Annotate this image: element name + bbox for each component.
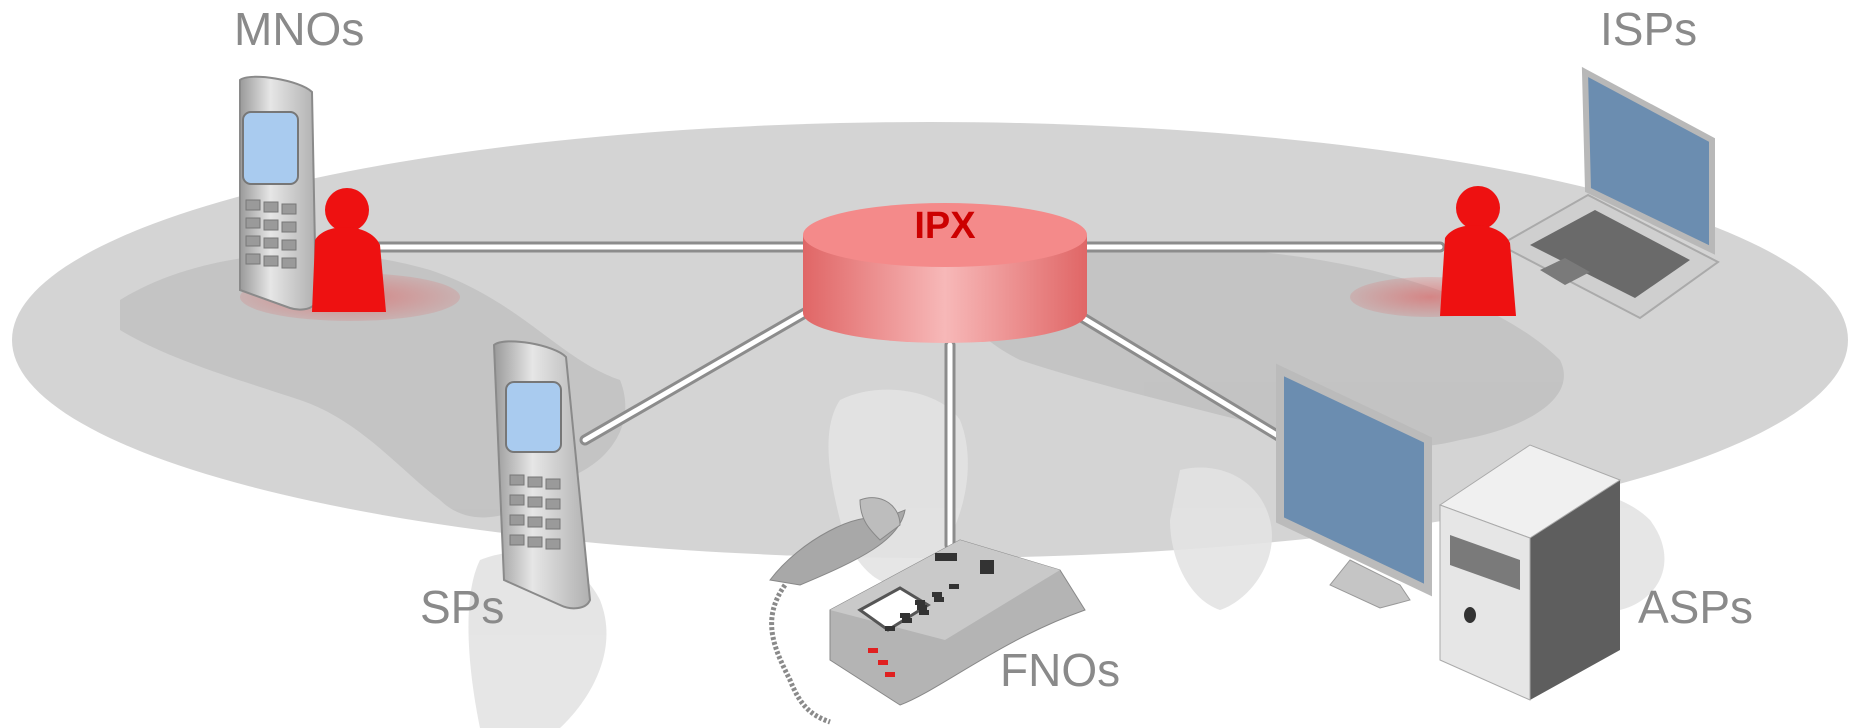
computer-tower-icon (1438, 444, 1622, 701)
desk-phone-icon (769, 497, 1086, 725)
mobile-phone-icon (492, 340, 592, 610)
connections (354, 241, 1446, 551)
isp-node (1350, 66, 1720, 320)
mno-node (239, 75, 460, 321)
ipx-hub (803, 203, 1087, 343)
fno-label: FNOs (1000, 644, 1121, 696)
laptop-icon (1497, 66, 1720, 320)
user-person-icon (312, 188, 386, 312)
world-map (120, 246, 1665, 728)
isp-label: ISPs (1600, 3, 1698, 55)
ipx-label: IPX (914, 205, 976, 247)
monitor-icon (1276, 363, 1432, 609)
fno-node (769, 497, 1086, 725)
asp-node (1276, 363, 1622, 701)
mno-label: MNOs (234, 3, 365, 55)
user-person-icon (1440, 186, 1516, 316)
mobile-phone-icon (239, 75, 318, 311)
asp-label: ASPs (1638, 581, 1754, 633)
sp-label: SPs (420, 581, 505, 633)
sp-node (492, 340, 592, 610)
